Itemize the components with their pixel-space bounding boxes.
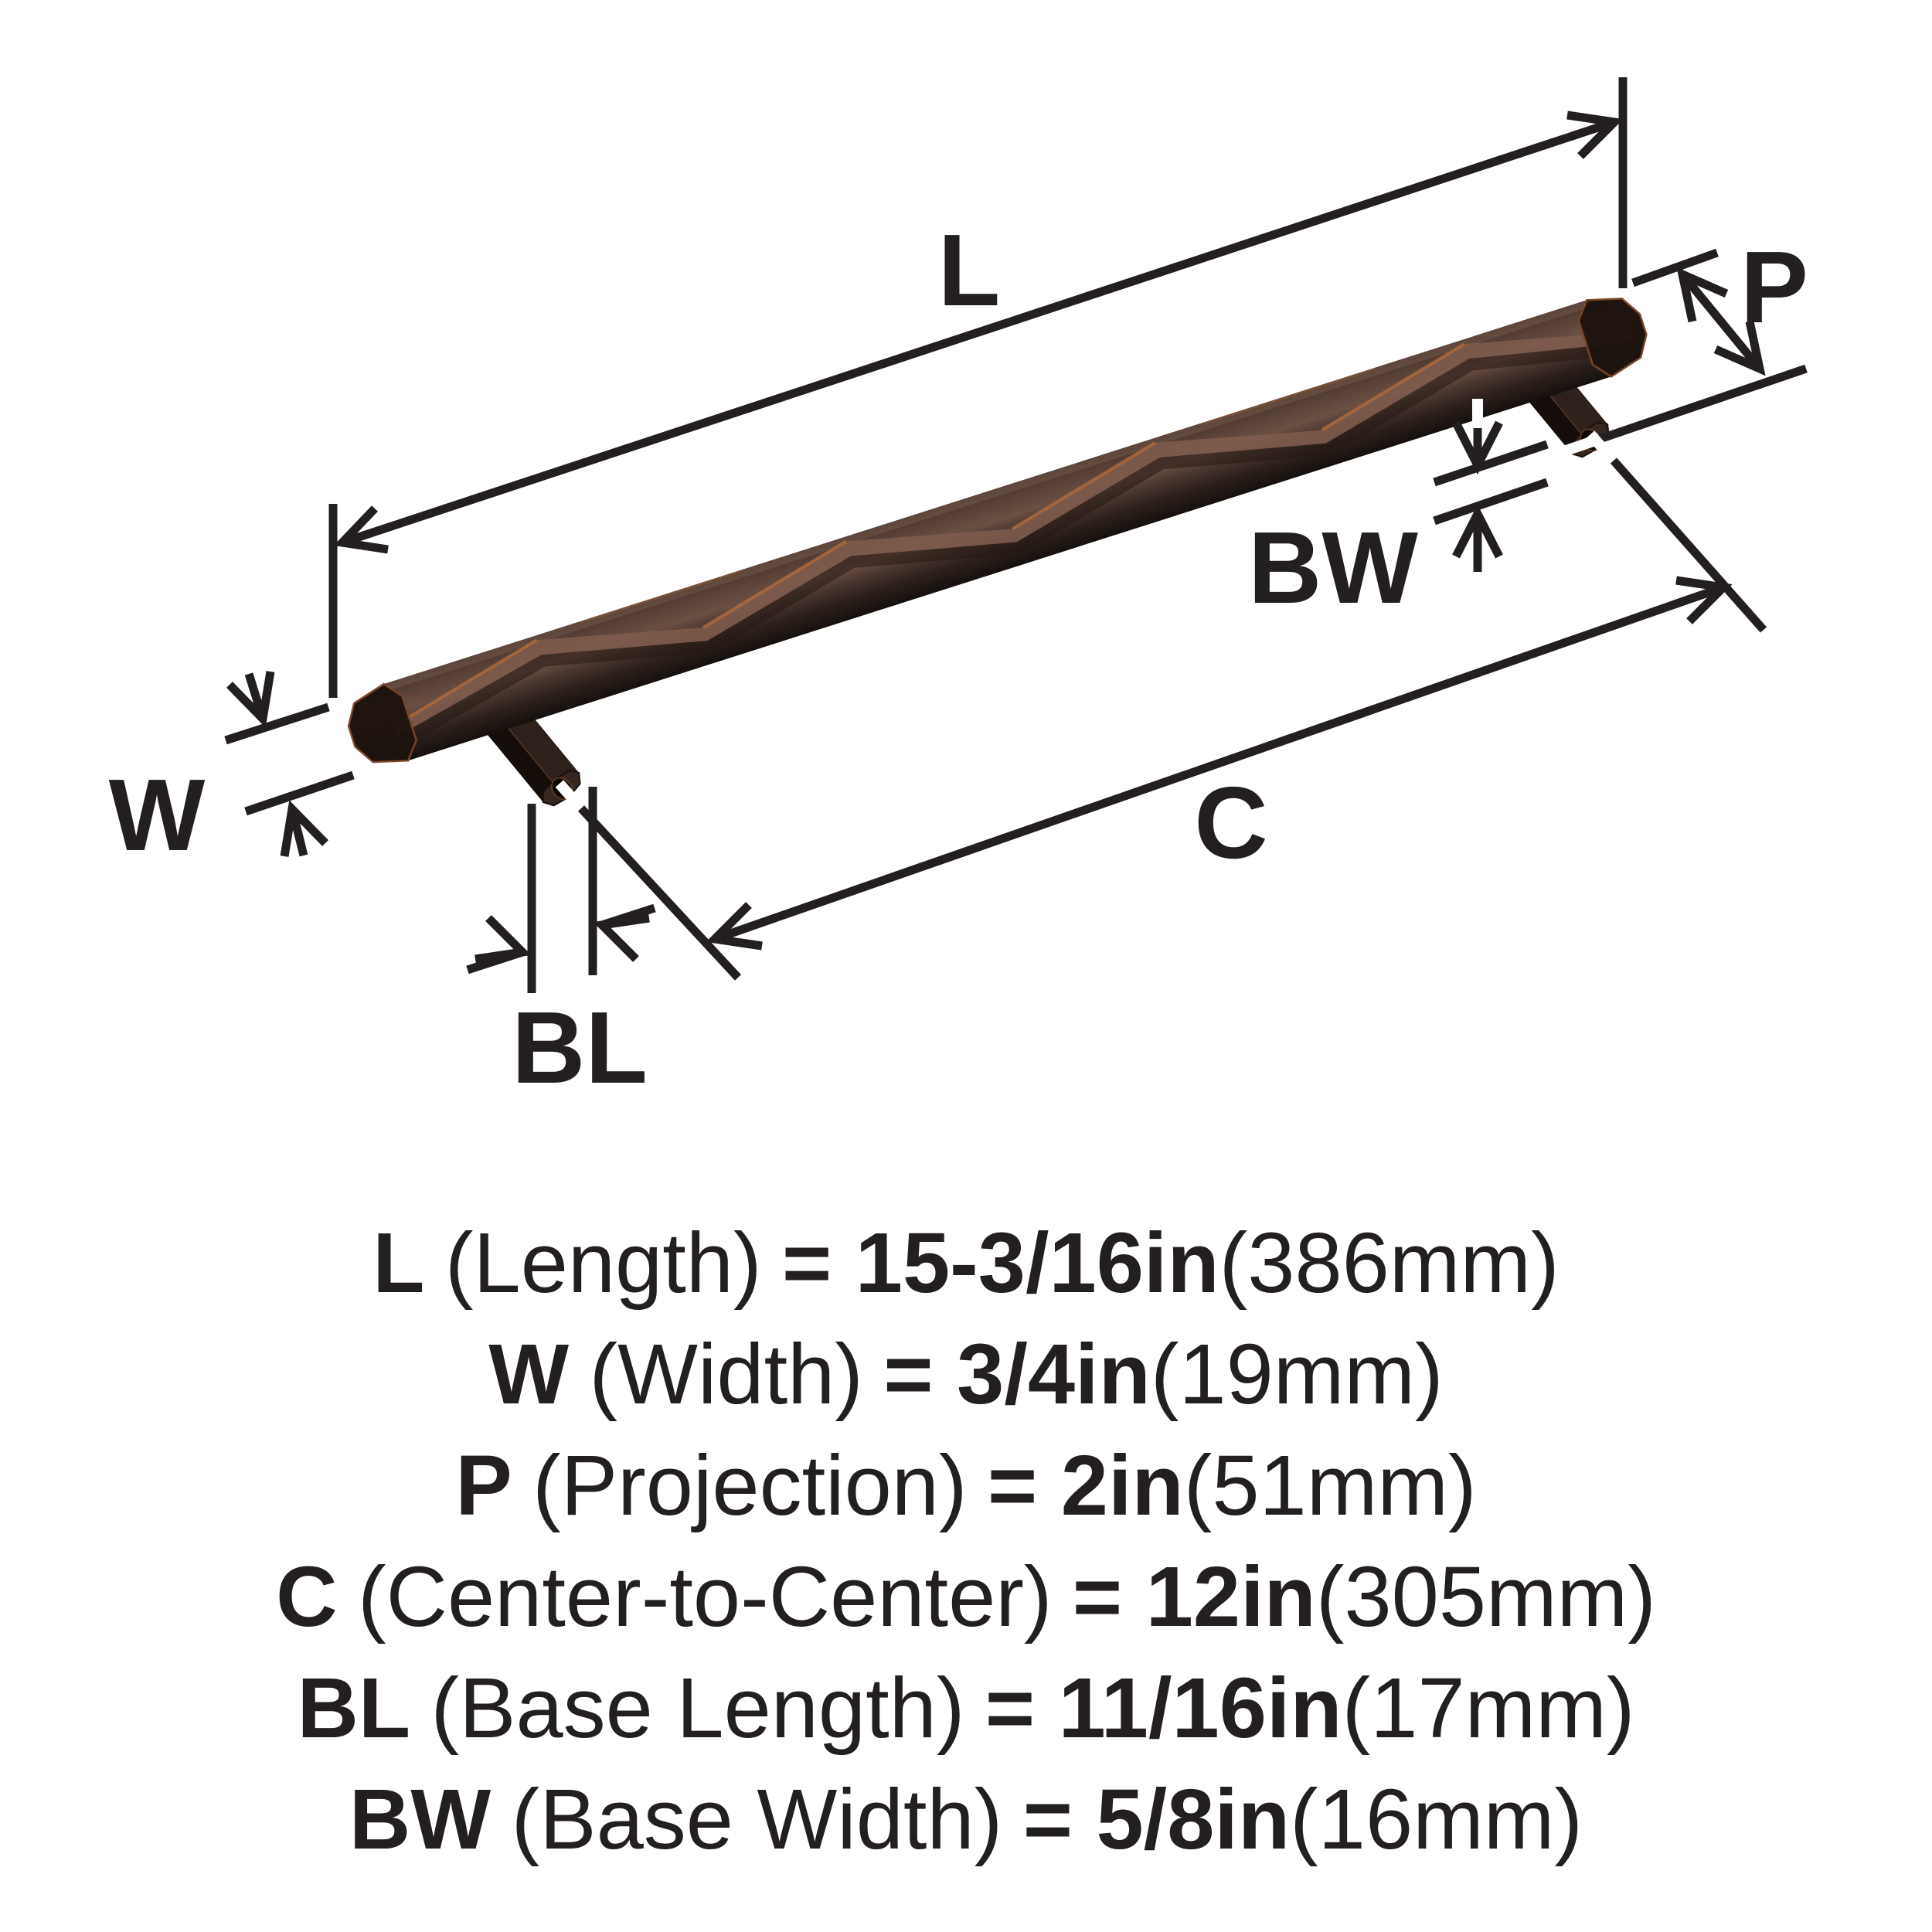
- arrowhead-icon: [1676, 267, 1729, 323]
- extension-line-white: [555, 780, 586, 812]
- spec-name: (Width): [589, 1327, 863, 1422]
- spec-symbol: P: [455, 1438, 512, 1533]
- spec-line-width: W(Width)= 3/4in(19mm): [0, 1319, 1932, 1430]
- arrowhead-icon: [474, 915, 532, 964]
- spec-value: = 3/4in: [883, 1327, 1151, 1422]
- bar-facet-highlights: [393, 331, 1634, 737]
- dimension-BW: BW: [1248, 399, 1549, 624]
- spec-value: = 5/8in: [1022, 1772, 1291, 1867]
- bar-copper-glints: [579, 367, 1376, 624]
- spec-line-base-width: BW(Base Width)= 5/8in(16mm): [0, 1764, 1932, 1876]
- extension-line: [577, 805, 742, 981]
- arrowhead-icon: [1566, 111, 1624, 159]
- arrowhead-icon: [226, 671, 275, 728]
- label-W: W: [109, 758, 206, 872]
- spec-name: (Center-to-Center): [357, 1549, 1053, 1645]
- spec-metric: (51mm): [1183, 1438, 1477, 1533]
- handle-bar: [347, 298, 1648, 764]
- extension-line-white: [1586, 430, 1618, 464]
- arrowhead-icon: [333, 505, 389, 554]
- bar-facet-shadows: [397, 342, 1638, 749]
- label-BW: BW: [1248, 511, 1418, 624]
- spec-symbol: BL: [297, 1661, 411, 1756]
- extension-line: [244, 770, 355, 816]
- spec-name: (Length): [444, 1216, 762, 1311]
- arrowhead-icon: [1452, 504, 1503, 559]
- spec-value: = 2in: [987, 1438, 1184, 1533]
- spec-value: = 12in: [1072, 1549, 1316, 1645]
- bar-end-cap-left: [347, 682, 417, 764]
- arrowhead-icon: [280, 800, 328, 857]
- dimension-line: [713, 583, 1725, 944]
- extension-line: [1610, 457, 1767, 633]
- bar-end-cap-right: [1577, 298, 1648, 378]
- spec-name: (Base Length): [430, 1661, 965, 1756]
- dimension-BL: BL: [466, 787, 656, 1104]
- label-BL: BL: [512, 991, 648, 1104]
- spec-line-center-to-center: C(Center-to-Center)= 12in(305mm): [0, 1542, 1932, 1653]
- dimension-line: [341, 117, 1616, 547]
- arrowhead-icon: [1452, 420, 1503, 475]
- spec-list: L(Length)= 15-3/16in(386mm) W(Width)= 3/…: [0, 1208, 1932, 1876]
- spec-symbol: BW: [349, 1772, 492, 1867]
- extension-line: [1598, 364, 1808, 444]
- dimension-W: W: [109, 671, 355, 872]
- spec-name: (Projection): [532, 1438, 968, 1533]
- spec-name: (Base Width): [511, 1772, 1003, 1867]
- arrowhead-icon: [1713, 320, 1766, 376]
- label-L: L: [938, 213, 1001, 327]
- bar-top-sheen: [383, 300, 1590, 692]
- dimension-C: C: [555, 430, 1767, 981]
- dimension-L: L: [328, 77, 1628, 698]
- spec-metric: (386mm): [1219, 1216, 1560, 1311]
- spec-metric: (17mm): [1342, 1661, 1635, 1756]
- label-C: C: [1194, 766, 1267, 879]
- spec-symbol: W: [488, 1327, 570, 1422]
- bar-copper-accents: [393, 342, 1466, 728]
- arrowhead-icon: [706, 902, 763, 951]
- extension-line: [1631, 248, 1719, 287]
- spec-symbol: C: [276, 1549, 338, 1645]
- label-P: P: [1740, 230, 1808, 344]
- spec-line-projection: P(Projection)= 2in(51mm): [0, 1430, 1932, 1542]
- dimension-P: P: [1553, 230, 1808, 460]
- spec-value: = 11/16in: [985, 1661, 1342, 1756]
- spec-metric: (305mm): [1315, 1549, 1656, 1645]
- spec-line-base-length: BL(Base Length)= 11/16in(17mm): [0, 1653, 1932, 1764]
- spec-value: = 15-3/16in: [782, 1216, 1219, 1311]
- arrowhead-icon: [1675, 576, 1733, 624]
- spec-symbol: L: [372, 1216, 425, 1311]
- arrowhead-icon: [593, 913, 650, 962]
- extension-line: [1433, 440, 1549, 487]
- extension-line: [224, 702, 330, 745]
- extension-line: [1433, 478, 1549, 526]
- spec-metric: (16mm): [1290, 1772, 1583, 1867]
- dimension-line: [1679, 271, 1764, 372]
- spec-line-length: L(Length)= 15-3/16in(386mm): [0, 1208, 1932, 1319]
- spec-metric: (19mm): [1150, 1327, 1444, 1422]
